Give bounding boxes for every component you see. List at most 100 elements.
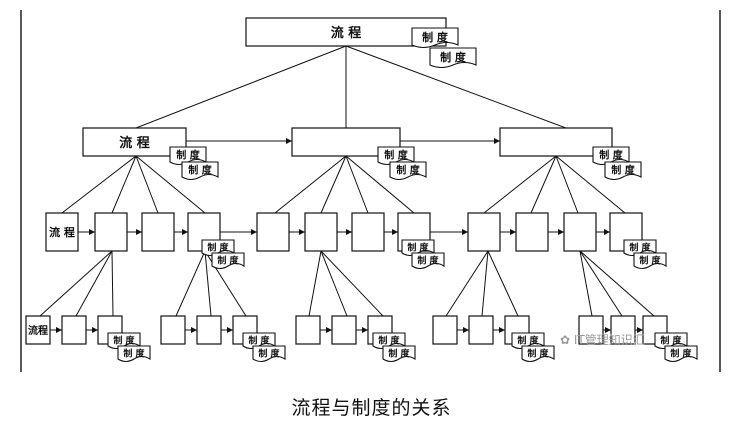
arrow-head xyxy=(182,229,188,235)
document-icon: 制 度 xyxy=(377,146,415,166)
process-box-level2 xyxy=(141,212,175,252)
arrow-head xyxy=(56,327,62,333)
document-label: 制 度 xyxy=(422,30,449,44)
connector-line xyxy=(135,45,347,129)
document-icon: 制 度 xyxy=(411,27,459,49)
connector-line xyxy=(530,155,557,214)
connector-line xyxy=(445,250,489,317)
connector-lines xyxy=(39,45,655,333)
arrow-head xyxy=(605,327,611,333)
process-box-level2 xyxy=(304,212,338,252)
arrow-head xyxy=(286,138,292,144)
connector-line xyxy=(135,155,206,214)
document-icon: 制 度 xyxy=(411,252,445,270)
connector-line xyxy=(579,250,655,317)
document-label: 制 度 xyxy=(123,347,145,359)
document-label: 制 度 xyxy=(378,334,400,346)
arrow-head xyxy=(499,327,505,333)
document-label: 制 度 xyxy=(440,50,467,64)
connector-line xyxy=(111,155,137,214)
arrow-head xyxy=(558,229,564,235)
arrow-head xyxy=(362,327,368,333)
arrow-head xyxy=(346,229,352,235)
process-box-level1: 流 程 xyxy=(82,127,187,157)
arrow-head xyxy=(299,229,305,235)
process-box-level3 xyxy=(468,315,494,345)
document-label: 制 度 xyxy=(660,334,682,346)
process-box-level2 xyxy=(256,212,290,252)
figure-caption: 流程与制度的关系 xyxy=(291,397,452,419)
connector-line xyxy=(481,250,489,317)
watermark: ✿ IT管理知识汇 xyxy=(560,331,645,348)
connector-line xyxy=(579,250,623,317)
arrow-head xyxy=(510,229,516,235)
document-label: 制 度 xyxy=(188,164,212,177)
process-box-level2 xyxy=(94,212,128,252)
process-box-level3: 流程 xyxy=(25,315,51,345)
process-label: 流 程 xyxy=(119,135,150,151)
document-icon: 制 度 xyxy=(181,161,219,181)
document-label: 制 度 xyxy=(384,149,408,162)
arrow-head xyxy=(89,229,95,235)
connector-line xyxy=(135,155,159,214)
document-icon: 制 度 xyxy=(429,47,477,69)
document-icon: 制 度 xyxy=(382,345,416,363)
connector-line xyxy=(111,250,114,317)
document-icon: 制 度 xyxy=(604,161,642,181)
connector-line xyxy=(320,250,384,317)
arrow-head xyxy=(326,327,332,333)
process-box-level2 xyxy=(563,212,597,252)
document-icon: 制 度 xyxy=(521,345,555,363)
process-box-level3 xyxy=(160,315,186,345)
document-icon: 制 度 xyxy=(623,239,657,257)
arrow-head xyxy=(604,229,610,235)
document-icon: 制 度 xyxy=(633,252,667,270)
process-box-level3 xyxy=(331,315,357,345)
connector-line xyxy=(204,250,212,317)
arrow-head xyxy=(392,229,398,235)
document-icon: 制 度 xyxy=(664,345,698,363)
connector-line xyxy=(274,155,347,214)
connector-line xyxy=(345,45,567,129)
document-label: 制 度 xyxy=(629,241,651,253)
document-label: 制 度 xyxy=(176,149,200,162)
document-label: 制 度 xyxy=(113,334,135,346)
wechat-icon: ✿ xyxy=(560,333,571,347)
arrow-head xyxy=(463,327,469,333)
process-box-level3 xyxy=(578,315,604,345)
document-label: 制 度 xyxy=(388,347,410,359)
connector-line xyxy=(483,155,557,214)
document-icon: 制 度 xyxy=(592,146,630,166)
arrow-head xyxy=(251,229,257,235)
document-label: 制 度 xyxy=(670,347,692,359)
process-box-level2: 流 程 xyxy=(45,212,79,252)
connector-line xyxy=(555,155,626,214)
connector-line xyxy=(345,155,415,214)
document-label: 制 度 xyxy=(517,334,539,346)
connector-line xyxy=(487,250,519,317)
connector-line xyxy=(39,250,113,317)
document-icon: 制 度 xyxy=(211,252,245,270)
process-box-level3 xyxy=(61,315,87,345)
arrow-head xyxy=(227,327,233,333)
arrow-head xyxy=(637,327,643,333)
document-label: 制 度 xyxy=(417,254,439,266)
process-label: 流程 xyxy=(28,324,48,337)
document-label: 制 度 xyxy=(217,254,239,266)
process-box-level2 xyxy=(351,212,385,252)
document-icon: 制 度 xyxy=(389,161,427,181)
arrow-head xyxy=(136,229,142,235)
connector-line xyxy=(61,155,137,214)
connector-line xyxy=(175,250,206,317)
document-label: 制 度 xyxy=(527,347,549,359)
connector-line xyxy=(579,250,593,317)
watermark-text: IT管理知识汇 xyxy=(573,333,645,347)
document-icons: 制 度制 度制 度制 度制 度制 度制 度制 度制 度制 度制 度制 度制 度制… xyxy=(107,27,698,363)
process-label: 流 程 xyxy=(49,225,75,239)
process-label: 流 程 xyxy=(331,25,362,41)
document-icon: 制 度 xyxy=(242,332,276,350)
document-label: 制 度 xyxy=(407,241,429,253)
arrow-head xyxy=(191,327,197,333)
arrow-head xyxy=(92,327,98,333)
